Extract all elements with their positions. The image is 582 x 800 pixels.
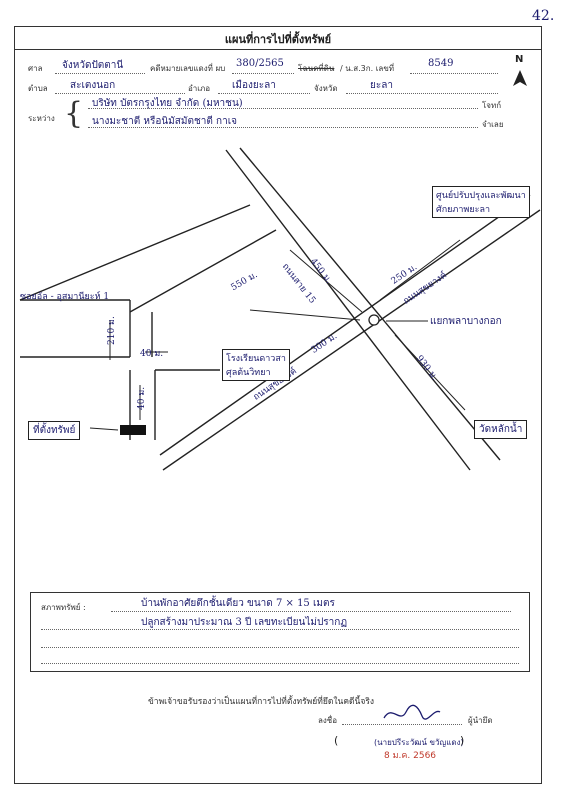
sukhyang-edge-top — [162, 209, 541, 471]
dotline — [111, 611, 511, 612]
court-label: ศาล — [28, 64, 43, 73]
province-label: จังหวัด — [314, 84, 338, 93]
dotline — [346, 93, 498, 94]
intersection-label: แยกพลาบางกอก — [430, 316, 502, 327]
soi-label: ซอยอัล - อุสมานียะห์ 1 — [20, 292, 110, 302]
dotline — [88, 108, 478, 109]
intersection-marker — [368, 314, 380, 326]
road-15-edge-right — [239, 147, 501, 461]
school-label-line1: โรงเรียนดาวสา — [226, 354, 286, 364]
court-value: จังหวัดปัตตานี — [62, 60, 124, 71]
defendant-value: นางมะชาตี หรือนิมัสมัตชาตี กาเจ — [92, 116, 237, 127]
deed-value: 8549 — [428, 58, 454, 69]
property-marker — [120, 425, 146, 435]
sukhyang-edge-bottom — [159, 194, 531, 456]
role-label: ผู้นำยึด — [468, 716, 493, 725]
page-title: แผนที่การไปที่ตั้งทรัพย์ — [224, 33, 332, 46]
brace: { — [64, 96, 84, 131]
property-label: ที่ตั้งทรัพย์ — [33, 425, 76, 436]
arrow-property — [89, 427, 119, 431]
condition-label: สภาพทรัพย์ : — [41, 603, 86, 612]
condition-line1: บ้านพักอาศัยตึกชั้นเดียว ขนาด 7 × 15 เมต… — [141, 598, 335, 609]
property-condition-box: สภาพทรัพย์ : บ้านพักอาศัยตึกชั้นเดียว ขน… — [30, 592, 530, 672]
soi-edge-top — [19, 204, 251, 301]
dotline — [55, 73, 145, 74]
dotline — [88, 127, 478, 128]
case-number-value: 380/2565 — [236, 58, 284, 69]
case-number-label: คดีหมายเลขแดงที่ ผบ — [150, 64, 226, 73]
plaintiff-label: โจทก์ — [482, 101, 502, 110]
deed-label: โฉนดที่ดิน — [298, 64, 335, 73]
school-label-line2: ศุลต้นวิทยา — [226, 368, 271, 378]
dotline — [55, 93, 185, 94]
north-label: N — [515, 54, 524, 65]
road-15-edge-left — [225, 149, 471, 471]
province-value: ยะลา — [370, 80, 393, 91]
dotline — [342, 724, 462, 725]
market-label-line1: ศูนย์ปรับปรุงและพัฒนา — [436, 191, 526, 201]
plaintiff-value: บริษัท บัตรกรุงไทย จำกัด (มหาชน) — [92, 98, 243, 109]
arrow-300 — [249, 309, 361, 321]
condition-line2: ปลูกสร้างมาประมาณ 3 ปี เลขทะเบียนไม่ปราก… — [141, 617, 348, 628]
arrow-250 — [379, 239, 461, 301]
market-box: ศูนย์ปรับปรุงและพัฒนา ศักยภาพยะลา — [432, 186, 530, 218]
distance-210: 210 ม. — [107, 316, 117, 345]
distance-40-vertical: 40 ม. — [137, 386, 147, 410]
sign-label: ลงชื่อ — [318, 716, 338, 725]
corner-mark: 42. — [532, 8, 555, 24]
signer-name: (นายปรีระวัฒน์ ขวัญแดง) — [374, 738, 464, 747]
distance-40-horizontal: 40 ม. — [140, 349, 164, 359]
arrow-930 — [394, 334, 466, 411]
amphoe-value: เมืองยะลา — [232, 80, 276, 91]
signature-image — [382, 702, 442, 726]
name-paren-open: ( — [334, 734, 339, 747]
dotline — [41, 663, 519, 664]
arrow-450 — [289, 249, 363, 313]
defendant-label: จำเลย — [482, 120, 504, 129]
dotline — [41, 647, 519, 648]
name-paren-close: ) — [460, 734, 465, 747]
nsl-label: / น.ส.3ก. เลขที่ — [340, 64, 395, 73]
property-box: ที่ตั้งทรัพย์ — [28, 421, 81, 440]
school-box: โรงเรียนดาวสา ศุลต้นวิทยา — [222, 349, 290, 381]
north-arrow-icon: N — [510, 54, 530, 88]
market-label-line2: ศักยภาพยะลา — [436, 205, 491, 215]
between-label: ระหว่าง — [28, 114, 55, 123]
soi-edge-lower — [129, 229, 277, 313]
sign-date: 8 ม.ค. 2566 — [384, 751, 437, 761]
tambon-label: ตำบล — [28, 84, 48, 93]
temple-label: วัดหลักน้ำ — [479, 424, 523, 435]
title-bar: แผนที่การไปที่ตั้งทรัพย์ — [14, 26, 542, 50]
dotline — [41, 629, 519, 630]
temple-box: วัดหลักน้ำ — [474, 420, 528, 439]
tambon-value: สะเตงนอก — [70, 80, 116, 91]
dotline — [232, 73, 294, 74]
dotline — [218, 93, 310, 94]
document-frame — [14, 26, 542, 784]
dotline — [410, 73, 498, 74]
amphoe-label: อำเภอ — [188, 84, 211, 93]
certification-statement: ข้าพเจ้าขอรับรองว่าเป็นแผนที่การไปที่ตั้… — [148, 697, 375, 707]
